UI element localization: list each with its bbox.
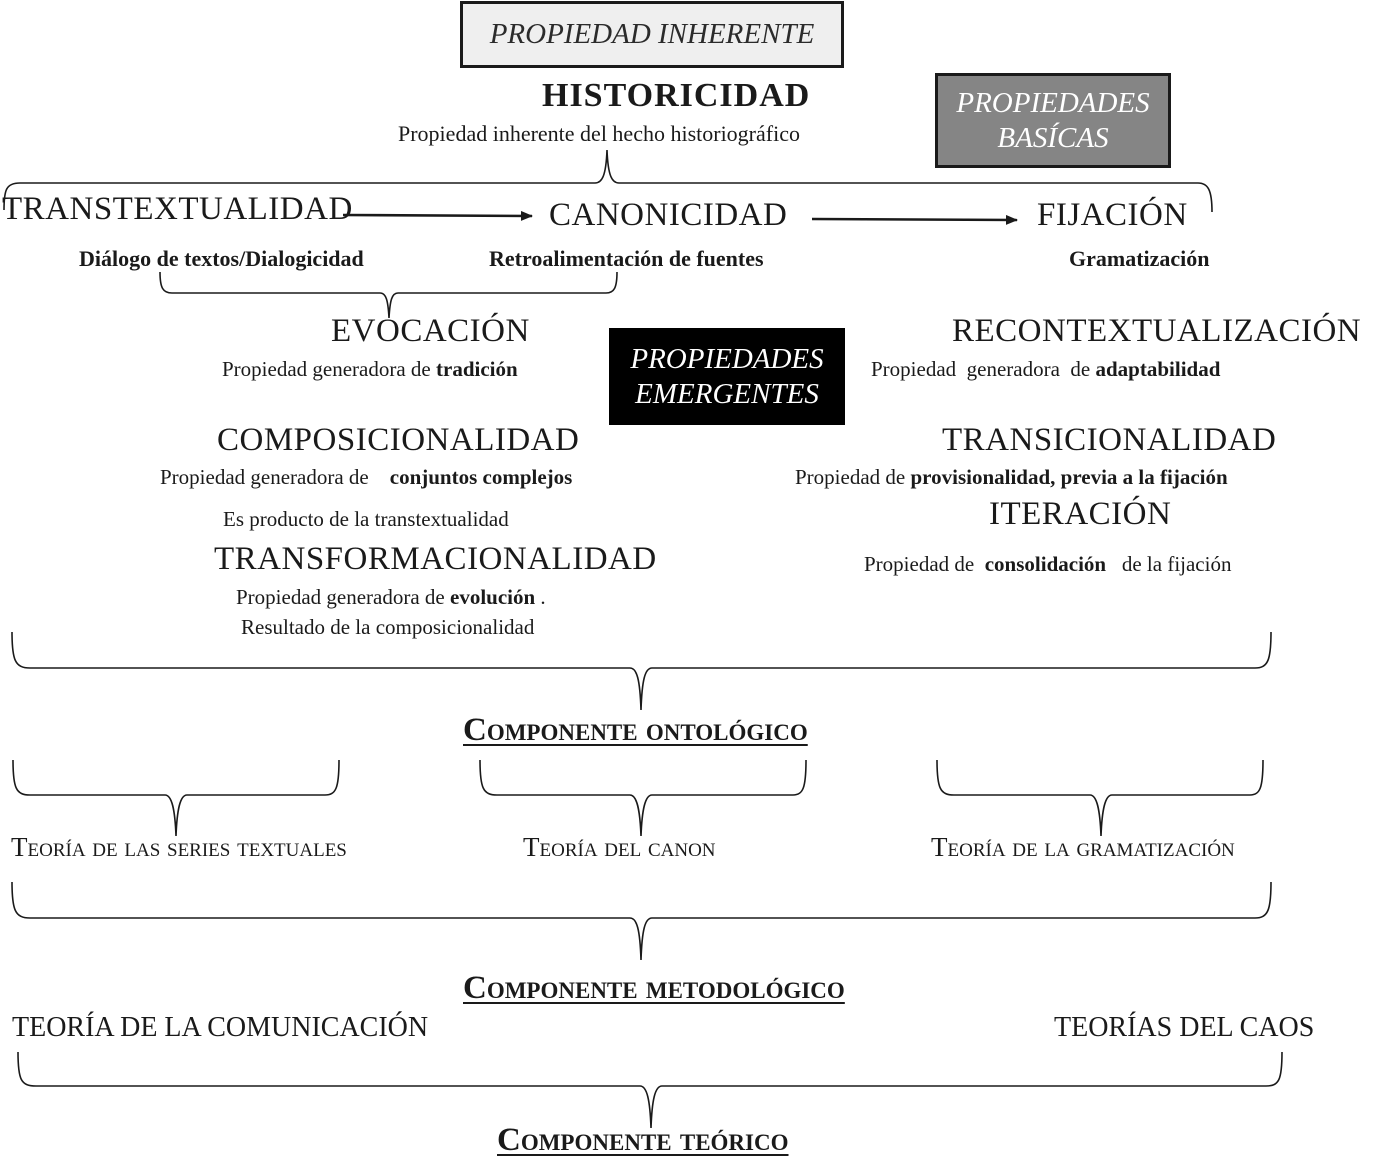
brace-evocacion (159, 271, 618, 319)
fijacion-sub: Gramatización (1069, 246, 1210, 271)
teoria-canon: Teoría del canon (523, 832, 716, 862)
transicionalidad-title: TRANSICIONALIDAD (942, 422, 1277, 458)
desc-keyword: consolidación (984, 552, 1107, 576)
iteracion-title: ITERACIÓN (989, 496, 1172, 532)
brace-gramatizacion (936, 759, 1264, 837)
composicionalidad-note: Es producto de la transtextualidad (223, 507, 509, 531)
desc-keyword: evolución (450, 585, 536, 609)
teoria-series-textuales: Teoría de las series textuales (11, 832, 347, 862)
componente-metodologico: Componente metodológico (463, 970, 845, 1006)
transtextualidad-sub: Diálogo de textos/Dialogicidad (79, 246, 364, 271)
transformacionalidad-title: TRANSFORMACIONALIDAD (214, 541, 657, 577)
brace-basic-properties (3, 149, 1213, 213)
brace-canon (479, 759, 807, 837)
recontextualizacion-title: RECONTEXTUALIZACIÓN (952, 313, 1362, 349)
desc-text: Propiedad generadora de (160, 465, 374, 489)
composicionalidad-title: COMPOSICIONALIDAD (217, 422, 580, 458)
desc-suffix: de la fijación (1116, 552, 1232, 576)
desc-text: Propiedad generadora de (871, 357, 1096, 381)
componente-teorico: Componente teórico (497, 1122, 789, 1158)
desc-keyword: adaptabilidad (1095, 357, 1221, 381)
canonicidad-sub: Retroalimentación de fuentes (489, 246, 764, 271)
desc-keyword: tradición (436, 357, 518, 381)
brace-series (12, 759, 340, 837)
arrow-trans-canon (342, 210, 533, 221)
canonicidad-title: CANONICIDAD (549, 197, 788, 233)
brace-ontologico (11, 631, 1272, 711)
teoria-gramatizacion: Teoría de la gramatización (931, 832, 1235, 862)
fijacion-title: FIJACIÓN (1037, 197, 1188, 233)
transformacionalidad-desc: Propiedad generadora de evolución . (236, 585, 546, 610)
desc-text: Propiedad de (795, 465, 911, 489)
brace-teorico (17, 1051, 1283, 1129)
brace-metodologico (11, 881, 1272, 961)
composicionalidad-desc: Propiedad generadora de conjuntos comple… (160, 465, 572, 490)
desc-keyword: provisionalidad, previa a la fijación (910, 465, 1228, 489)
propiedad-inherente-box: PROPIEDAD INHERENTE (460, 1, 844, 68)
desc-keyword: conjuntos complejos (389, 465, 573, 489)
desc-text: Propiedad de (864, 552, 980, 576)
box-label-line2: BASÍCAS (997, 121, 1109, 154)
transtextualidad-title: TRANSTEXTUALIDAD (2, 191, 353, 227)
historicidad-desc: Propiedad inherente del hecho historiogr… (398, 121, 800, 146)
propiedades-emergentes-box: PROPIEDADES EMERGENTES (609, 328, 845, 425)
transformacionalidad-note: Resultado de la composicionalidad (241, 615, 535, 639)
iteracion-desc: Propiedad de consolidación de la fijació… (864, 552, 1231, 577)
box-label: PROPIEDAD INHERENTE (489, 18, 815, 51)
propiedades-basicas-box: PROPIEDADES BASÍCAS (935, 73, 1171, 168)
desc-text: Propiedad generadora de (236, 585, 450, 609)
box-label-line1: PROPIEDADES (956, 86, 1150, 119)
recontextualizacion-desc: Propiedad generadora de adaptabilidad (871, 357, 1220, 382)
historicidad-title: HISTORICIDAD (542, 77, 811, 114)
desc-text: Propiedad generadora de (222, 357, 436, 381)
teoria-comunicacion: TEORÍA DE LA COMUNICACIÓN (12, 1012, 429, 1043)
desc-suffix: . (535, 585, 546, 609)
box-label-line1: PROPIEDADES (630, 342, 824, 375)
box-label-line2: EMERGENTES (635, 377, 819, 410)
evocacion-title: EVOCACIÓN (331, 313, 530, 349)
transicionalidad-desc: Propiedad de provisionalidad, previa a l… (795, 465, 1228, 490)
componente-ontologico: Componente ontológico (463, 712, 808, 748)
arrow-canon-fijacion (811, 214, 1018, 225)
teorias-caos: TEORÍAS DEL CAOS (1054, 1012, 1315, 1043)
evocacion-desc: Propiedad generadora de tradición (222, 357, 518, 382)
